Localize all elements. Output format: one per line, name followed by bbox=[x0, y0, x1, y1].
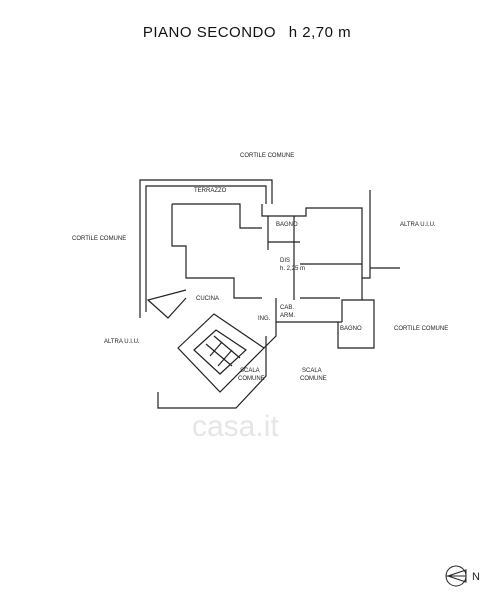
label-scala-2: SCALA bbox=[302, 368, 322, 374]
terrace-inner-wall bbox=[145, 185, 267, 312]
label-ing: ING. bbox=[258, 316, 271, 322]
floor-name: PIANO SECONDO bbox=[142, 24, 277, 41]
label-bagno-bottom: BAGNO bbox=[340, 326, 362, 332]
label-altra-right: ALTRA U.I.U. bbox=[400, 222, 436, 228]
plan-title: PIANO SECONDO h 2,70 m bbox=[0, 24, 494, 41]
label-cab: CAB. bbox=[280, 305, 294, 311]
ing-wall bbox=[263, 322, 277, 349]
label-altra-left: ALTRA U.I.U. bbox=[104, 339, 140, 345]
stair-line-2 bbox=[213, 335, 241, 359]
label-arm: ARM. bbox=[280, 313, 295, 319]
room-upper-wall bbox=[172, 203, 262, 229]
label-comune-2: COMUNE bbox=[300, 376, 327, 382]
label-bagno-top: BAGNO bbox=[276, 222, 298, 228]
outer-right-wall bbox=[361, 190, 371, 279]
label-terrazzo: TERRAZZO bbox=[194, 188, 227, 194]
stair-inner bbox=[193, 329, 247, 375]
label-cucina: CUCINA bbox=[196, 296, 219, 302]
watermark-logo: casa.it bbox=[192, 410, 279, 443]
bagno-room-wall bbox=[261, 204, 363, 265]
stair-cross-2 bbox=[217, 349, 233, 367]
floor-height: h 2,70 m bbox=[288, 24, 352, 41]
bagno-bottom-room bbox=[337, 299, 375, 349]
plan-walls bbox=[139, 179, 400, 409]
label-cortile-top: CORTILE COMUNE bbox=[240, 153, 294, 159]
stair-cross-1 bbox=[209, 341, 223, 357]
terrace-outer-wall bbox=[139, 179, 273, 318]
bay-wall bbox=[146, 289, 187, 319]
stair-line-1 bbox=[205, 343, 233, 367]
label-comune-1: COMUNE bbox=[238, 376, 265, 382]
north-label: N bbox=[472, 571, 480, 583]
label-cortile-right: CORTILE COMUNE bbox=[394, 326, 448, 332]
label-cortile-left: CORTILE COMUNE bbox=[72, 236, 126, 242]
label-scala-1: SCALA bbox=[240, 368, 260, 374]
north-arrow-icon bbox=[445, 565, 467, 587]
label-dis: DIS bbox=[280, 258, 290, 264]
lower-left-wall bbox=[157, 336, 267, 409]
label-dis-height: h. 2,25 m bbox=[280, 266, 305, 272]
cucina-wall bbox=[171, 204, 262, 299]
lower-right-wall bbox=[341, 278, 363, 322]
